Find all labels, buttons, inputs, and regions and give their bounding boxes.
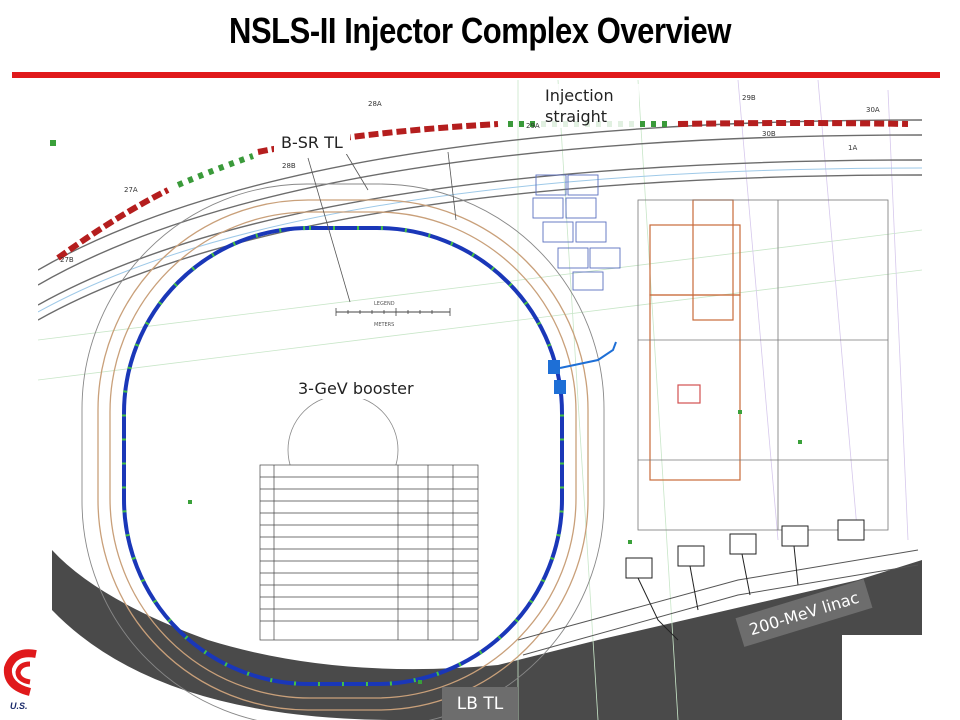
storage-ring-magnets-west <box>56 187 170 261</box>
sector-tag-29a: 29A <box>526 122 540 130</box>
sector-tag-1a: 1A <box>848 144 857 152</box>
sector-tag-28a: 28A <box>368 100 382 108</box>
storage-ring-magnets-east <box>677 120 909 127</box>
label-booster: 3-GeV booster <box>294 378 418 399</box>
svg-text:METERS: METERS <box>374 322 394 328</box>
label-injection-straight: Injection straight <box>541 84 639 128</box>
sector-tag-28b: 28B <box>282 162 296 170</box>
label-b-sr-tl: B-SR TL <box>274 131 350 154</box>
svg-text:LEGEND: LEGEND <box>374 301 395 307</box>
doe-logo-icon <box>3 649 37 696</box>
white-notch <box>842 635 922 720</box>
sector-tag-30a: 30A <box>866 106 880 114</box>
sector-tag-27a: 27A <box>124 186 138 194</box>
equipment-table <box>259 464 479 641</box>
sector-tag-27b: 27B <box>60 256 74 264</box>
sector-tag-29b: 29B <box>742 94 756 102</box>
label-lb-tl: LB TL <box>442 687 518 720</box>
sector-tag-30b: 30B <box>762 130 776 138</box>
legend-scale: LEGEND METERS <box>335 301 451 328</box>
facility-floor-plan: 27A 27B 28A 28B 29A 29B 30A 30B 1A LEGEN… <box>38 80 922 720</box>
logo-text: U.S. <box>10 701 28 711</box>
floor-slab <box>52 550 922 720</box>
page-title: NSLS-II Injector Complex Overview <box>229 10 731 51</box>
title-underline <box>12 72 940 78</box>
